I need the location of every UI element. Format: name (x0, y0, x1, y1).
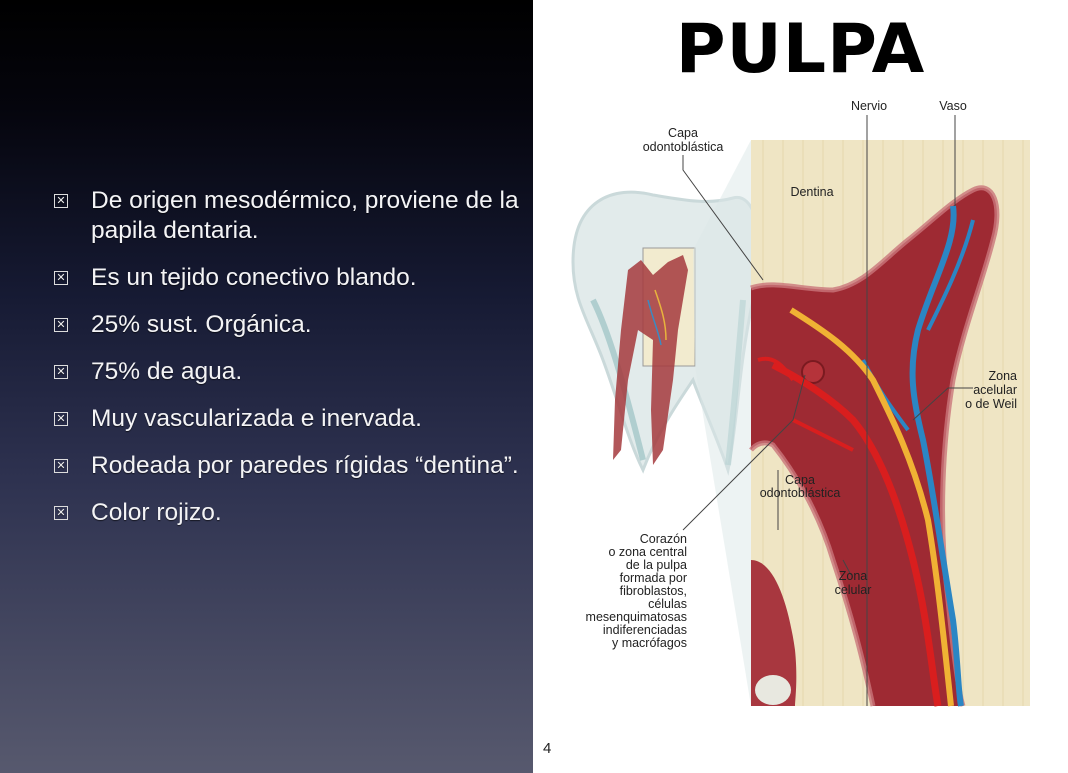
label-corazon-9: y macrófagos (612, 636, 687, 650)
label-vaso: Vaso (939, 99, 967, 113)
label-zona-acelular-1: Zona (989, 369, 1018, 383)
bullet-item: ✕Es un tejido conectivo blando. (52, 263, 522, 293)
pulp-diagram: Nervio Vaso Capa odontoblástica Dentina … (571, 99, 1030, 707)
checkbox-icon: ✕ (54, 318, 68, 332)
label-corazon-6: células (648, 597, 687, 611)
checkbox-icon: ✕ (54, 412, 68, 426)
bullet-item: ✕Muy vascularizada e inervada. (52, 404, 522, 434)
label-zona-acelular-2: acelular (973, 383, 1017, 397)
bullet-item: ✕25% sust. Orgánica. (52, 310, 522, 340)
diagram-labels: Nervio Vaso Capa odontoblástica Dentina … (586, 99, 1017, 650)
label-corazon-3: de la pulpa (626, 558, 687, 572)
slide-title: PULPA (675, 10, 926, 89)
checkbox-icon: ✕ (54, 194, 68, 208)
zoom-section (749, 115, 1030, 707)
zoom-fan (693, 140, 751, 706)
label-capa-top-1: Capa (668, 126, 698, 140)
label-corazon-1: Corazón (640, 532, 687, 546)
label-zona-acelular-3: o de Weil (965, 397, 1017, 411)
label-corazon-8: indiferenciadas (603, 623, 687, 637)
label-capa-top-2: odontoblástica (643, 140, 724, 154)
label-corazon-5: fibroblastos, (620, 584, 687, 598)
checkbox-icon: ✕ (54, 271, 68, 285)
right-panel: PULPA (533, 0, 1068, 773)
label-corazon-2: o zona central (608, 545, 687, 559)
bullet-item: ✕De origen mesodérmico, proviene de la p… (52, 186, 522, 246)
page-number: 4 (543, 740, 552, 757)
label-capa-mid-2: odontoblástica (760, 486, 841, 500)
checkbox-icon: ✕ (54, 506, 68, 520)
left-panel: ✕De origen mesodérmico, proviene de la p… (0, 0, 533, 773)
label-corazon-4: formada por (620, 571, 687, 585)
label-corazon-7: mesenquimatosas (586, 610, 687, 624)
checkbox-icon: ✕ (54, 459, 68, 473)
bullet-item: ✕75% de agua. (52, 357, 522, 387)
label-zona-celular-2: celular (835, 583, 872, 597)
label-zona-celular-1: Zona (839, 569, 868, 583)
label-nervio: Nervio (851, 99, 887, 113)
bullet-item: ✕Rodeada por paredes rígidas “dentina”. (52, 451, 522, 481)
label-capa-mid-1: Capa (785, 473, 815, 487)
bullet-list: ✕De origen mesodérmico, proviene de la p… (52, 186, 522, 545)
label-dentina: Dentina (790, 185, 833, 199)
checkbox-icon: ✕ (54, 365, 68, 379)
bullet-item: ✕Color rojizo. (52, 498, 522, 528)
